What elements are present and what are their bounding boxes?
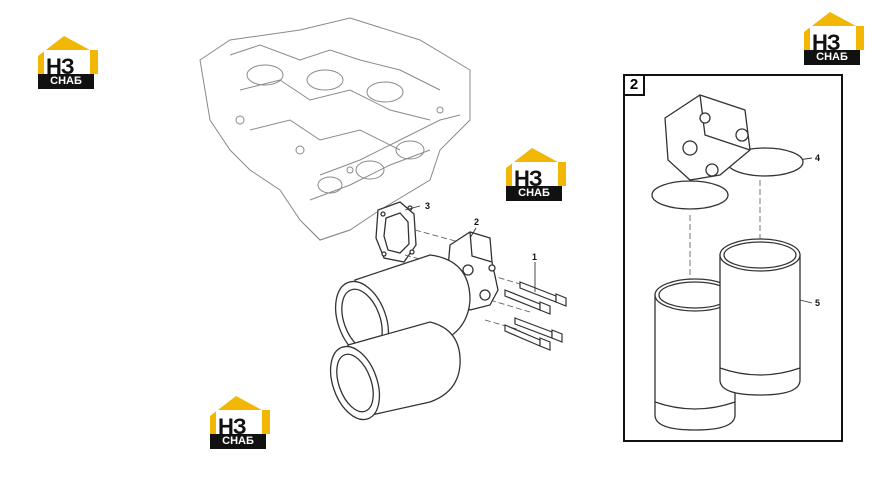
logo-sub: СНАБ — [38, 74, 94, 89]
logo-sub: СНАБ — [506, 186, 562, 201]
brand-logo: НЗ СНАБ — [36, 34, 100, 92]
engine-block — [199, 17, 471, 241]
callout-4: 4 — [815, 153, 821, 163]
callout-1: 1 — [532, 252, 538, 262]
callout-5: 5 — [815, 298, 821, 308]
house-roof-icon — [210, 396, 270, 434]
callout-3: 3 — [425, 201, 431, 211]
callout-2: 2 — [474, 217, 480, 227]
inset-label: 2 — [623, 74, 645, 96]
brand-logo: НЗ СНАБ — [504, 146, 568, 204]
house-roof-icon — [38, 36, 98, 74]
inset-cartridge-right — [719, 238, 801, 396]
filter-canister-lower — [329, 321, 461, 421]
gasket — [375, 201, 417, 263]
bolts — [504, 281, 567, 351]
house-roof-icon — [804, 12, 864, 50]
brand-logo: НЗ СНАБ — [802, 10, 866, 68]
inset-filter-head — [651, 94, 804, 210]
house-roof-icon — [506, 148, 566, 186]
logo-sub: СНАБ — [210, 434, 266, 449]
inset-frame — [623, 74, 843, 442]
brand-logo: НЗ СНАБ — [208, 394, 272, 452]
logo-sub: СНАБ — [804, 50, 860, 65]
inset-cartridge-left — [654, 278, 736, 431]
